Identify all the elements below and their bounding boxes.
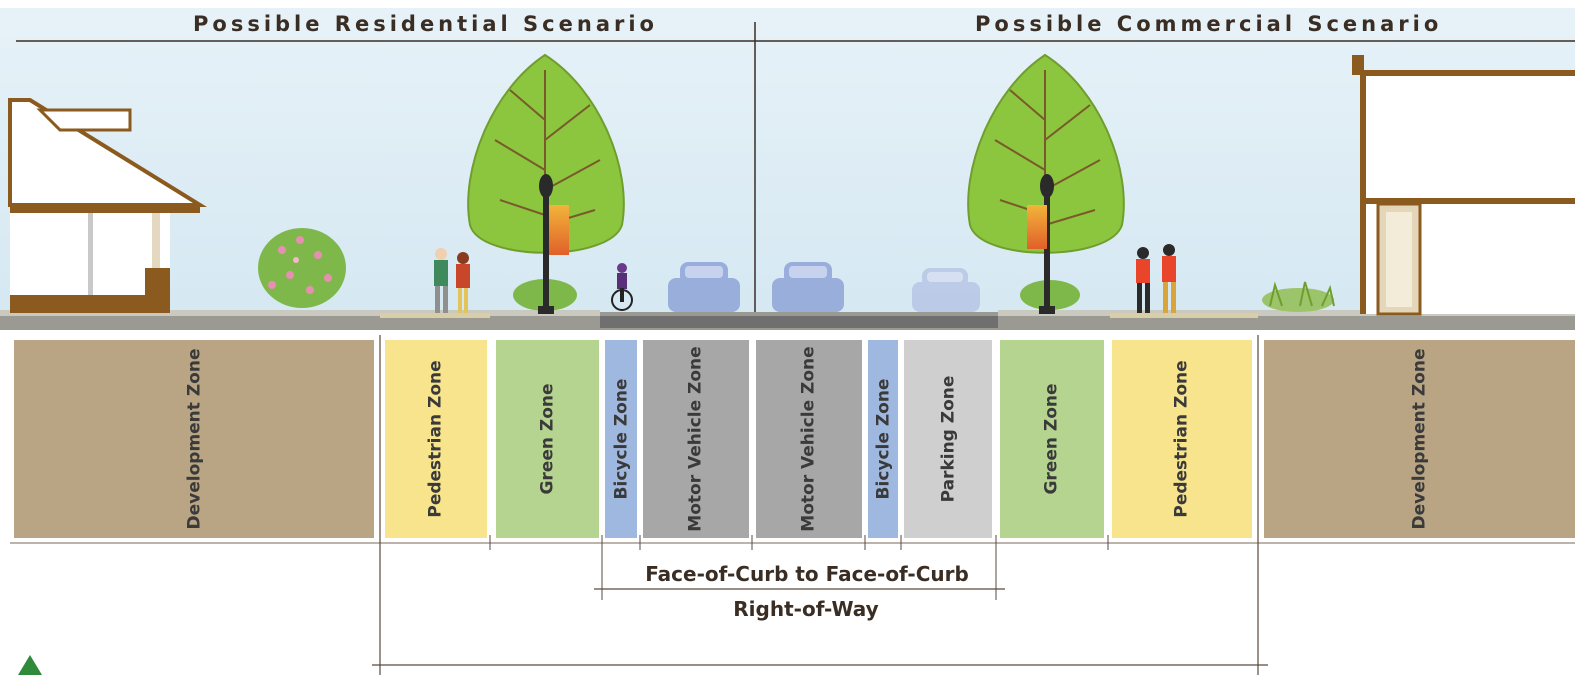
residential-scenario-title: Possible Residential Scenario xyxy=(193,12,658,36)
right-of-way-label: Right-of-Way xyxy=(733,597,879,621)
motor-vehicle-zone-right: Motor Vehicle Zone xyxy=(756,340,862,538)
parking-zone: Parking Zone xyxy=(904,340,992,538)
pedestrian-zone-right: Pedestrian Zone xyxy=(1112,340,1252,538)
green-zone-right: Green Zone xyxy=(1000,340,1104,538)
green-zone-left: Green Zone xyxy=(496,340,599,538)
streetscape-illustration xyxy=(0,8,1575,330)
pedestrians-left xyxy=(434,248,470,313)
street-tree-right xyxy=(967,53,1125,310)
tree-logo-icon xyxy=(18,655,42,675)
street-lamp-right xyxy=(1027,174,1055,314)
dimension-lines xyxy=(10,335,1575,675)
vehicle-2 xyxy=(772,262,844,312)
grass-clump xyxy=(1262,281,1335,312)
pedestrian-zone-left: Pedestrian Zone xyxy=(385,340,487,538)
development-zone-left: Development Zone xyxy=(14,340,374,538)
roadway xyxy=(600,316,998,328)
cyclist xyxy=(611,263,633,311)
parked-vehicle xyxy=(912,268,980,312)
development-zone-right: Development Zone xyxy=(1264,340,1575,538)
curb-to-curb-label: Face-of-Curb to Face-of-Curb xyxy=(645,562,969,586)
commercial-building xyxy=(1352,55,1575,316)
bicycle-zone-left: Bicycle Zone xyxy=(605,340,637,538)
flowering-shrub xyxy=(258,228,346,308)
street-lamp-left xyxy=(538,174,569,314)
street-tree-left xyxy=(467,53,625,311)
bicycle-zone-right: Bicycle Zone xyxy=(868,340,898,538)
motor-vehicle-zone-left: Motor Vehicle Zone xyxy=(643,340,749,538)
residential-house xyxy=(8,98,208,313)
pedestrians-right xyxy=(1136,244,1176,313)
commercial-scenario-title: Possible Commercial Scenario xyxy=(975,12,1443,36)
vehicle-1 xyxy=(668,262,740,312)
